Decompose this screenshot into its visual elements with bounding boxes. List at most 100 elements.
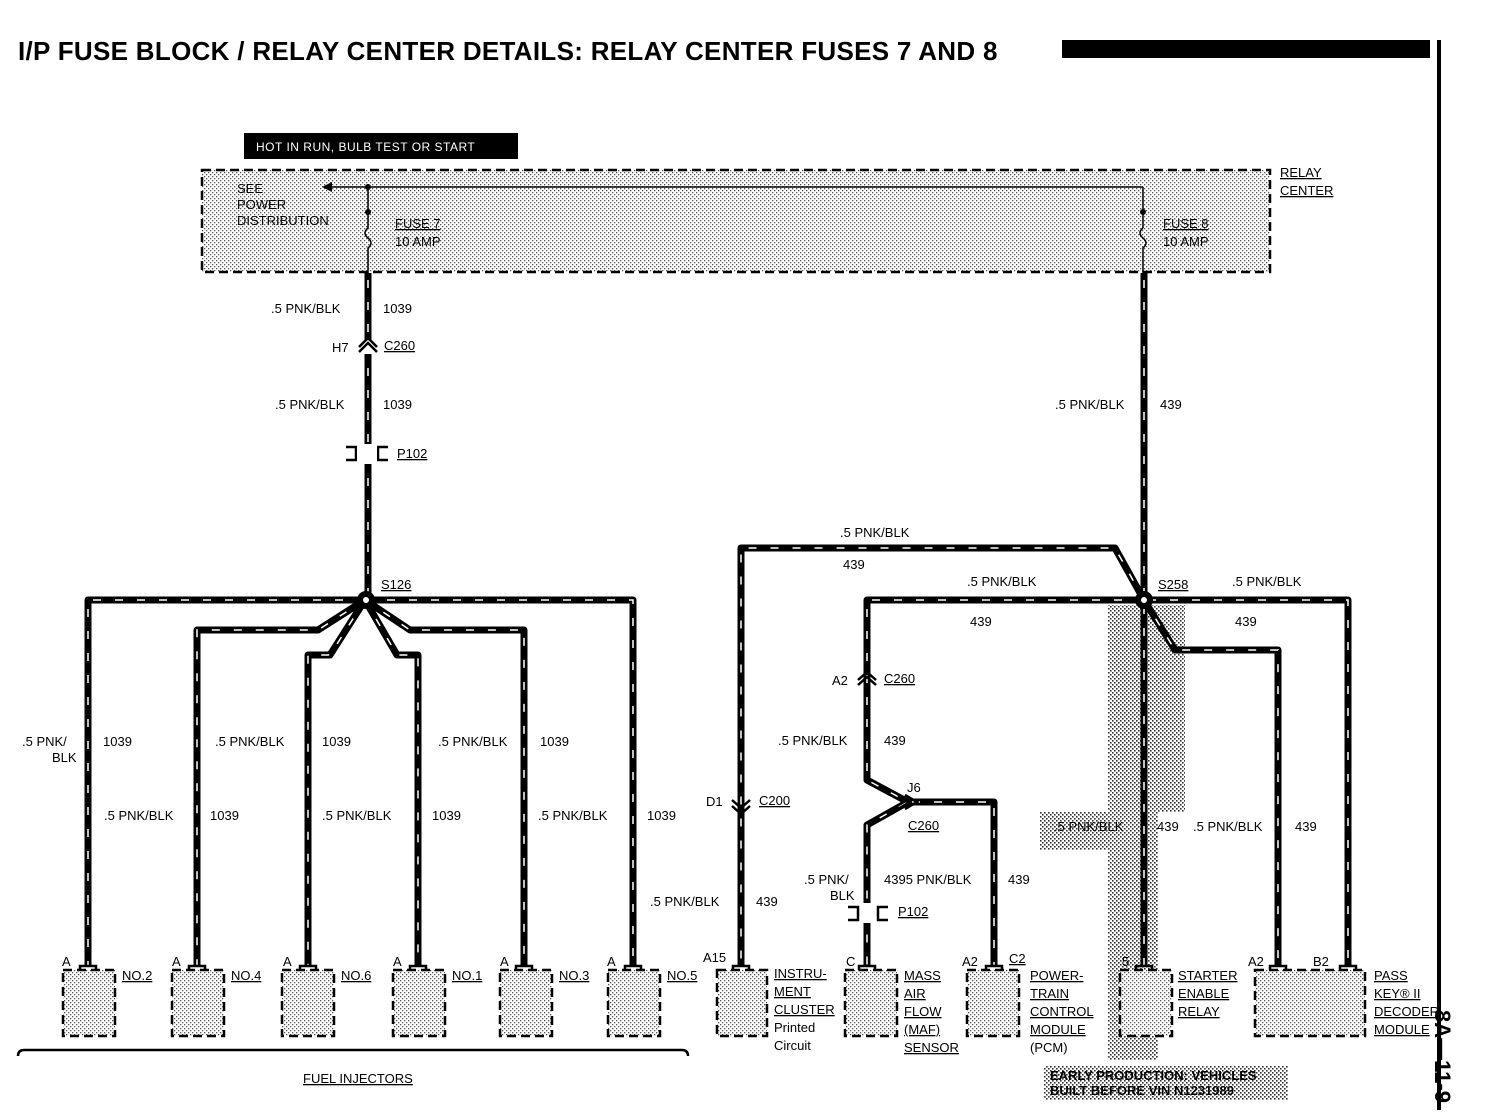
injector-no3: A NO.3 [498, 954, 589, 1038]
label-p102-b: P102 [898, 904, 928, 919]
injector-no6-name: NO.6 [341, 968, 371, 983]
label-pk-wire: .5 PNK/BLK [1193, 819, 1263, 834]
label-inj-a2: BLK [52, 750, 77, 765]
pcm-l2: TRAIN [1030, 986, 1069, 1001]
fuse-7-rating: 10 AMP [395, 234, 441, 249]
connector-p102 [346, 445, 358, 462]
cluster-pin: A15 [703, 950, 726, 965]
injector-no4-pin: A [172, 954, 181, 969]
label-maf-low-num: 4395 PNK/BLK [884, 872, 972, 887]
label-ic-low: .5 PNK/BLK [650, 894, 720, 909]
label-ic-top: .5 PNK/BLK [840, 525, 910, 540]
injector-no3-name: NO.3 [559, 968, 589, 983]
passkey-pin2: B2 [1313, 954, 1329, 969]
label-maf-low2: BLK [830, 888, 855, 903]
label-inj-a-num: 1039 [103, 734, 132, 749]
maf-l1: MASS [904, 968, 941, 983]
splice-s126 [357, 591, 375, 609]
label-p102: P102 [397, 446, 427, 461]
maf-sensor: C MASS AIR FLOW (MAF) SENSOR [843, 954, 959, 1055]
splice-s258 [1135, 591, 1153, 609]
injector-components: A NO.2 A NO.4 A NO.6 A NO.1 A NO.3 [16, 954, 697, 1086]
passkey-l1: PASS [1374, 968, 1408, 983]
instrument-cluster: A15 INSTRU- MENT CLUSTER Printed Circuit [703, 950, 835, 1053]
passkey-decoder-module: A2 B2 PASS KEY® II DECODER MODULE [1248, 954, 1439, 1038]
wire-injector-no6 [304, 598, 368, 966]
label-c200: C200 [759, 793, 790, 808]
cluster-l2: MENT [774, 984, 811, 999]
injector-no6: A NO.6 [280, 954, 371, 1038]
fuse-7-symbol [364, 227, 372, 273]
label-maf-low1: .5 PNK/ [804, 872, 849, 887]
cluster-l3: CLUSTER [774, 1002, 835, 1017]
pcm-pin2: C2 [1009, 951, 1026, 966]
label-se-num: 439 [1157, 819, 1179, 834]
injector-no6-pin: A [283, 954, 292, 969]
label-w1-a-num: 1039 [383, 301, 412, 316]
label-pk-num: 439 [1295, 819, 1317, 834]
cluster-l5: Circuit [774, 1038, 811, 1053]
label-maf-mid-num: 439 [884, 733, 906, 748]
see-text-3: DISTRIBUTION [237, 213, 329, 228]
starter-l2: ENABLE [1178, 986, 1230, 1001]
fuse-8-rating: 10 AMP [1163, 234, 1209, 249]
fuse-8-symbol [1139, 227, 1147, 273]
injector-no5-name: NO.5 [667, 968, 697, 983]
maf-pin: C [846, 954, 855, 969]
label-inj-b-num: 1039 [210, 808, 239, 823]
label-inj-c: .5 PNK/BLK [215, 734, 285, 749]
label-s126: S126 [381, 577, 411, 592]
pcm-l3: CONTROL [1030, 1004, 1094, 1019]
label-w1-a: .5 PNK/BLK [271, 301, 341, 316]
wire-injector-no1 [361, 598, 422, 966]
injector-no1: A NO.1 [391, 954, 482, 1038]
pcm-pin: A2 [962, 954, 978, 969]
label-inj-e-num: 1039 [540, 734, 569, 749]
label-inj-f: .5 PNK/BLK [538, 808, 608, 823]
label-inj-d: .5 PNK/BLK [322, 808, 392, 823]
cluster-l4: Printed [774, 1020, 815, 1035]
wires [84, 273, 1352, 966]
label-pk-top: .5 PNK/BLK [1232, 574, 1302, 589]
connector-c200 [731, 799, 751, 816]
wire-cluster [737, 544, 1148, 966]
label-c260: C260 [384, 338, 415, 353]
label-inj-a1: .5 PNK/ [22, 734, 67, 749]
label-inj-e: .5 PNK/BLK [438, 734, 508, 749]
injector-no5-pin: A [607, 954, 616, 969]
starter-enable-relay: 5 STARTER ENABLE RELAY [1118, 954, 1237, 1038]
relay-center-label-2: CENTER [1280, 183, 1333, 198]
passkey-pin1: A2 [1248, 954, 1264, 969]
pcm-l1: POWER- [1030, 968, 1083, 983]
injector-no4: A NO.4 [170, 954, 261, 1038]
page-title: I/P FUSE BLOCK / RELAY CENTER DETAILS: R… [18, 36, 998, 66]
connector-c260-j6 [897, 793, 920, 811]
injector-no2-name: NO.2 [122, 968, 152, 983]
cluster-l1: INSTRU- [774, 966, 827, 981]
header-box-text: HOT IN RUN, BULB TEST OR START [256, 140, 475, 154]
label-ic-top-num: 439 [843, 557, 865, 572]
label-w1-b-num: 1039 [383, 397, 412, 412]
wire-labels: .5 PNK/BLK 1039 H7 C260 .5 PNK/BLK 1039 … [22, 301, 1317, 919]
injector-no3-pin: A [500, 954, 509, 969]
fuel-injectors-label: FUEL INJECTORS [303, 1071, 413, 1086]
label-j6: J6 [907, 780, 921, 795]
wire-injector-no3 [363, 597, 528, 966]
label-w1-b: .5 PNK/BLK [275, 397, 345, 412]
pcm-l5: (PCM) [1030, 1040, 1068, 1055]
wire-injector-no4 [193, 597, 367, 966]
injector-no5: A NO.5 [606, 954, 697, 1038]
label-maf-top-num: 439 [970, 614, 992, 629]
maf-l3: FLOW [904, 1004, 942, 1019]
relay-center-label-1: RELAY [1280, 165, 1322, 180]
label-h7: H7 [332, 340, 349, 355]
label-c260-c: C260 [908, 818, 939, 833]
maf-l2: AIR [904, 986, 926, 1001]
injector-no1-pin: A [393, 954, 402, 969]
see-text-2: POWER [237, 197, 286, 212]
connector-c260-a2 [857, 670, 877, 686]
passkey-l3: DECODER [1374, 1004, 1439, 1019]
maf-l5: SENSOR [904, 1040, 959, 1055]
fuse-8-name: FUSE 8 [1163, 216, 1209, 231]
